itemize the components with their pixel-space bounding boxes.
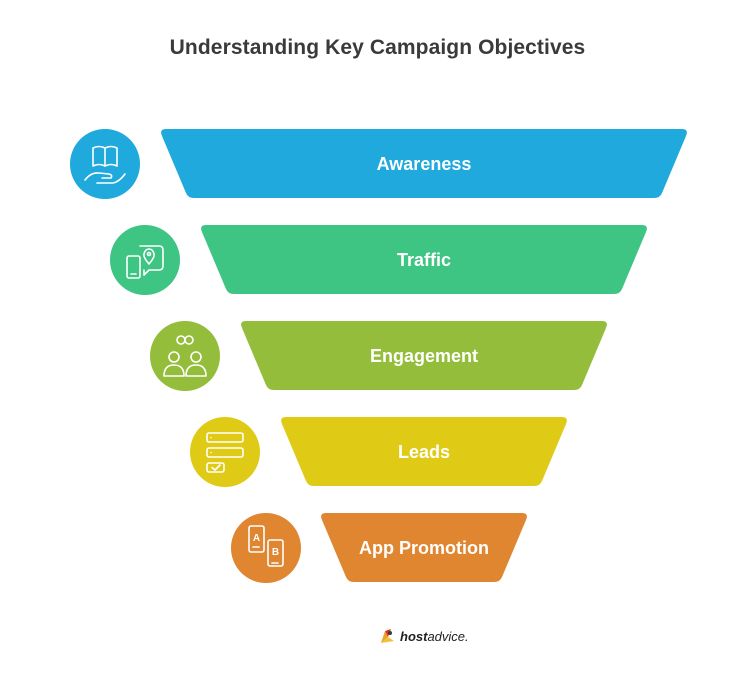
app-promotion-icon-circle [231, 513, 301, 583]
engagement-icon-circle [150, 321, 220, 391]
funnel-layer-awareness: Awareness [70, 129, 687, 199]
app-promotion-label: App Promotion [359, 538, 489, 558]
leads-label: Leads [398, 442, 450, 462]
svg-text:B: B [272, 547, 279, 558]
people-link-icon [163, 335, 207, 377]
funnel-layer-traffic: Traffic [110, 225, 647, 295]
brand-name-part1: host [400, 628, 428, 644]
brand-watermark: hostadvice. [378, 626, 469, 646]
app-promotion-band [321, 513, 527, 582]
funnel-layer-app-promotion: App Promotion A B [231, 513, 527, 583]
traffic-label: Traffic [397, 250, 451, 270]
funnel-layer-engagement: Engagement [150, 321, 607, 391]
leads-icon-circle [190, 417, 260, 487]
svg-text:A: A [253, 533, 260, 544]
hostadvice-logo-icon [381, 629, 394, 643]
leads-band [281, 417, 567, 486]
funnel-layer-leads: Leads [190, 417, 567, 487]
awareness-band [161, 129, 687, 198]
hand-book-icon [84, 145, 126, 184]
phone-location-icon [126, 245, 164, 279]
engagement-label: Engagement [370, 346, 478, 366]
engagement-band [241, 321, 607, 390]
awareness-label: Awareness [377, 154, 472, 174]
traffic-band [201, 225, 647, 294]
ab-test-icon: A B [248, 525, 284, 567]
page-title: Understanding Key Campaign Objectives [169, 36, 586, 59]
brand-name-part2: advice. [427, 628, 469, 644]
form-check-icon [206, 432, 244, 473]
brand-name: hostadvice. [400, 629, 469, 644]
